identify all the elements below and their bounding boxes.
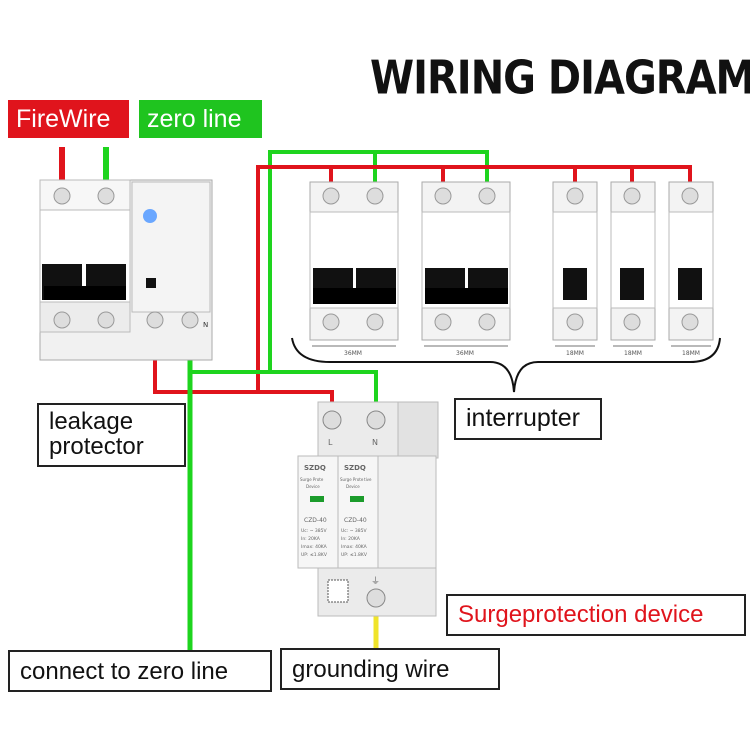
breaker-handle bbox=[563, 268, 587, 300]
spd-spec: Imax: 40KA bbox=[301, 544, 328, 550]
interrupter-2p-2 bbox=[421, 181, 511, 341]
connect-to-zero-line-label: connect to zero line bbox=[8, 650, 272, 692]
lp-handle-shadow bbox=[44, 286, 126, 300]
breaker-screw bbox=[681, 313, 699, 331]
spd-terminal-l: L bbox=[328, 438, 333, 447]
spd-top-block-right bbox=[397, 401, 439, 459]
spd-subtitle-left: Surge Prote bbox=[300, 477, 324, 482]
leakage-protector: N bbox=[39, 179, 213, 361]
breaker-handle-base bbox=[425, 288, 508, 304]
lp-top-strip bbox=[39, 179, 131, 211]
lp-test-button bbox=[143, 209, 157, 223]
breaker-screw bbox=[366, 187, 384, 205]
surge-protection-device-label: Surgeprotection device bbox=[446, 594, 746, 636]
breaker-screw bbox=[478, 187, 496, 205]
lp-n-mark: N bbox=[203, 321, 208, 329]
lp-screw-in-right bbox=[97, 187, 115, 205]
wires bbox=[59, 147, 692, 658]
breaker-screw bbox=[566, 313, 584, 331]
leakage-protector-label: leakage protector bbox=[37, 403, 186, 467]
interrupter-brace bbox=[291, 337, 721, 393]
spd-brand-right: SZDQ bbox=[344, 464, 366, 472]
spd-spec: UP: ≤1.8KV bbox=[301, 552, 328, 558]
spd-qr-code bbox=[327, 579, 349, 603]
spd-terminal-n: N bbox=[372, 438, 378, 447]
breaker-screw bbox=[566, 187, 584, 205]
breaker-screw bbox=[366, 313, 384, 331]
lp-screw-out-1 bbox=[53, 311, 71, 329]
spd-model-left: CZD-40 bbox=[304, 517, 327, 524]
leakage-protector-label-line2: protector bbox=[49, 433, 144, 461]
firewire-tag: FireWire bbox=[8, 100, 129, 138]
lp-bottom-strip bbox=[39, 301, 131, 333]
breaker-screw bbox=[434, 313, 452, 331]
spd-body-right bbox=[377, 455, 437, 569]
spd-spec: UP: ≤1.8KV bbox=[341, 552, 368, 558]
interrupter-2p-1 bbox=[309, 181, 399, 341]
dim-label: 18MM bbox=[566, 350, 584, 357]
spd-spec: Imax: 40KA bbox=[341, 544, 368, 550]
breaker-screw bbox=[322, 187, 340, 205]
spd-spec: Uc: ~ 385V bbox=[301, 528, 328, 534]
breaker-screw bbox=[478, 313, 496, 331]
spd-window-left bbox=[310, 496, 324, 502]
spd-module-right bbox=[337, 455, 379, 569]
breaker-screw bbox=[623, 187, 641, 205]
spd-spec: Uc: ~ 385V bbox=[341, 528, 368, 534]
surge-protection-device: L N SZDQ SZDQ Surge Prote Surge Prote ti… bbox=[297, 401, 439, 617]
spd-screw-l bbox=[322, 410, 342, 430]
breaker-handle-base bbox=[313, 288, 396, 304]
spd-module-left bbox=[297, 455, 339, 569]
breaker-screw bbox=[322, 313, 340, 331]
dim-label: 36MM bbox=[456, 350, 474, 357]
breaker-screw bbox=[434, 187, 452, 205]
spd-device-left: Device bbox=[306, 484, 320, 489]
live-bus-wire bbox=[256, 165, 692, 394]
spd-subtitle-right-tail: tive bbox=[364, 477, 372, 482]
dim-label: 18MM bbox=[682, 350, 700, 357]
lp-screw-in-left bbox=[53, 187, 71, 205]
diagram-title: WIRING DIAGRAM bbox=[370, 52, 750, 105]
lp-indicator bbox=[146, 278, 156, 288]
spd-screw-n bbox=[366, 410, 386, 430]
breaker-handle bbox=[678, 268, 702, 300]
grounding-wire-label: grounding wire bbox=[280, 648, 500, 690]
spd-spec: In: 20KA bbox=[301, 536, 321, 542]
dimension-labels: 36MM 36MM 18MM 18MM 18MM bbox=[344, 350, 700, 357]
breaker-handle bbox=[620, 268, 644, 300]
breaker-screw bbox=[681, 187, 699, 205]
lp-screw-out-4 bbox=[181, 311, 199, 329]
dim-label: 18MM bbox=[624, 350, 642, 357]
neutral-bus-wire bbox=[268, 150, 489, 372]
dim-label: 36MM bbox=[344, 350, 362, 357]
spd-subtitle-right: Surge Prote bbox=[340, 477, 364, 482]
breaker-screw bbox=[623, 313, 641, 331]
spd-window-right bbox=[350, 496, 364, 502]
interrupter-1p-1 bbox=[552, 181, 598, 341]
leakage-protector-label-line1: leakage bbox=[49, 408, 134, 435]
spd-spec: In: 20KA bbox=[341, 536, 361, 542]
spd-ground-screw bbox=[366, 588, 386, 608]
lp-screw-out-3 bbox=[146, 311, 164, 329]
zero-line-tag: zero line bbox=[139, 100, 262, 138]
spd-brand-left: SZDQ bbox=[304, 464, 326, 472]
neutral-to-spd-wire bbox=[188, 370, 378, 412]
interrupter-1p-3 bbox=[668, 181, 714, 341]
interrupter-label: interrupter bbox=[454, 398, 602, 440]
lp-screw-out-2 bbox=[97, 311, 115, 329]
spd-device-right: Device bbox=[346, 484, 360, 489]
lp-rcd-module bbox=[131, 181, 211, 313]
ground-symbol-icon: ⏚ bbox=[371, 576, 380, 587]
spd-model-right: CZD-40 bbox=[344, 517, 367, 524]
interrupter-1p-2 bbox=[610, 181, 656, 341]
